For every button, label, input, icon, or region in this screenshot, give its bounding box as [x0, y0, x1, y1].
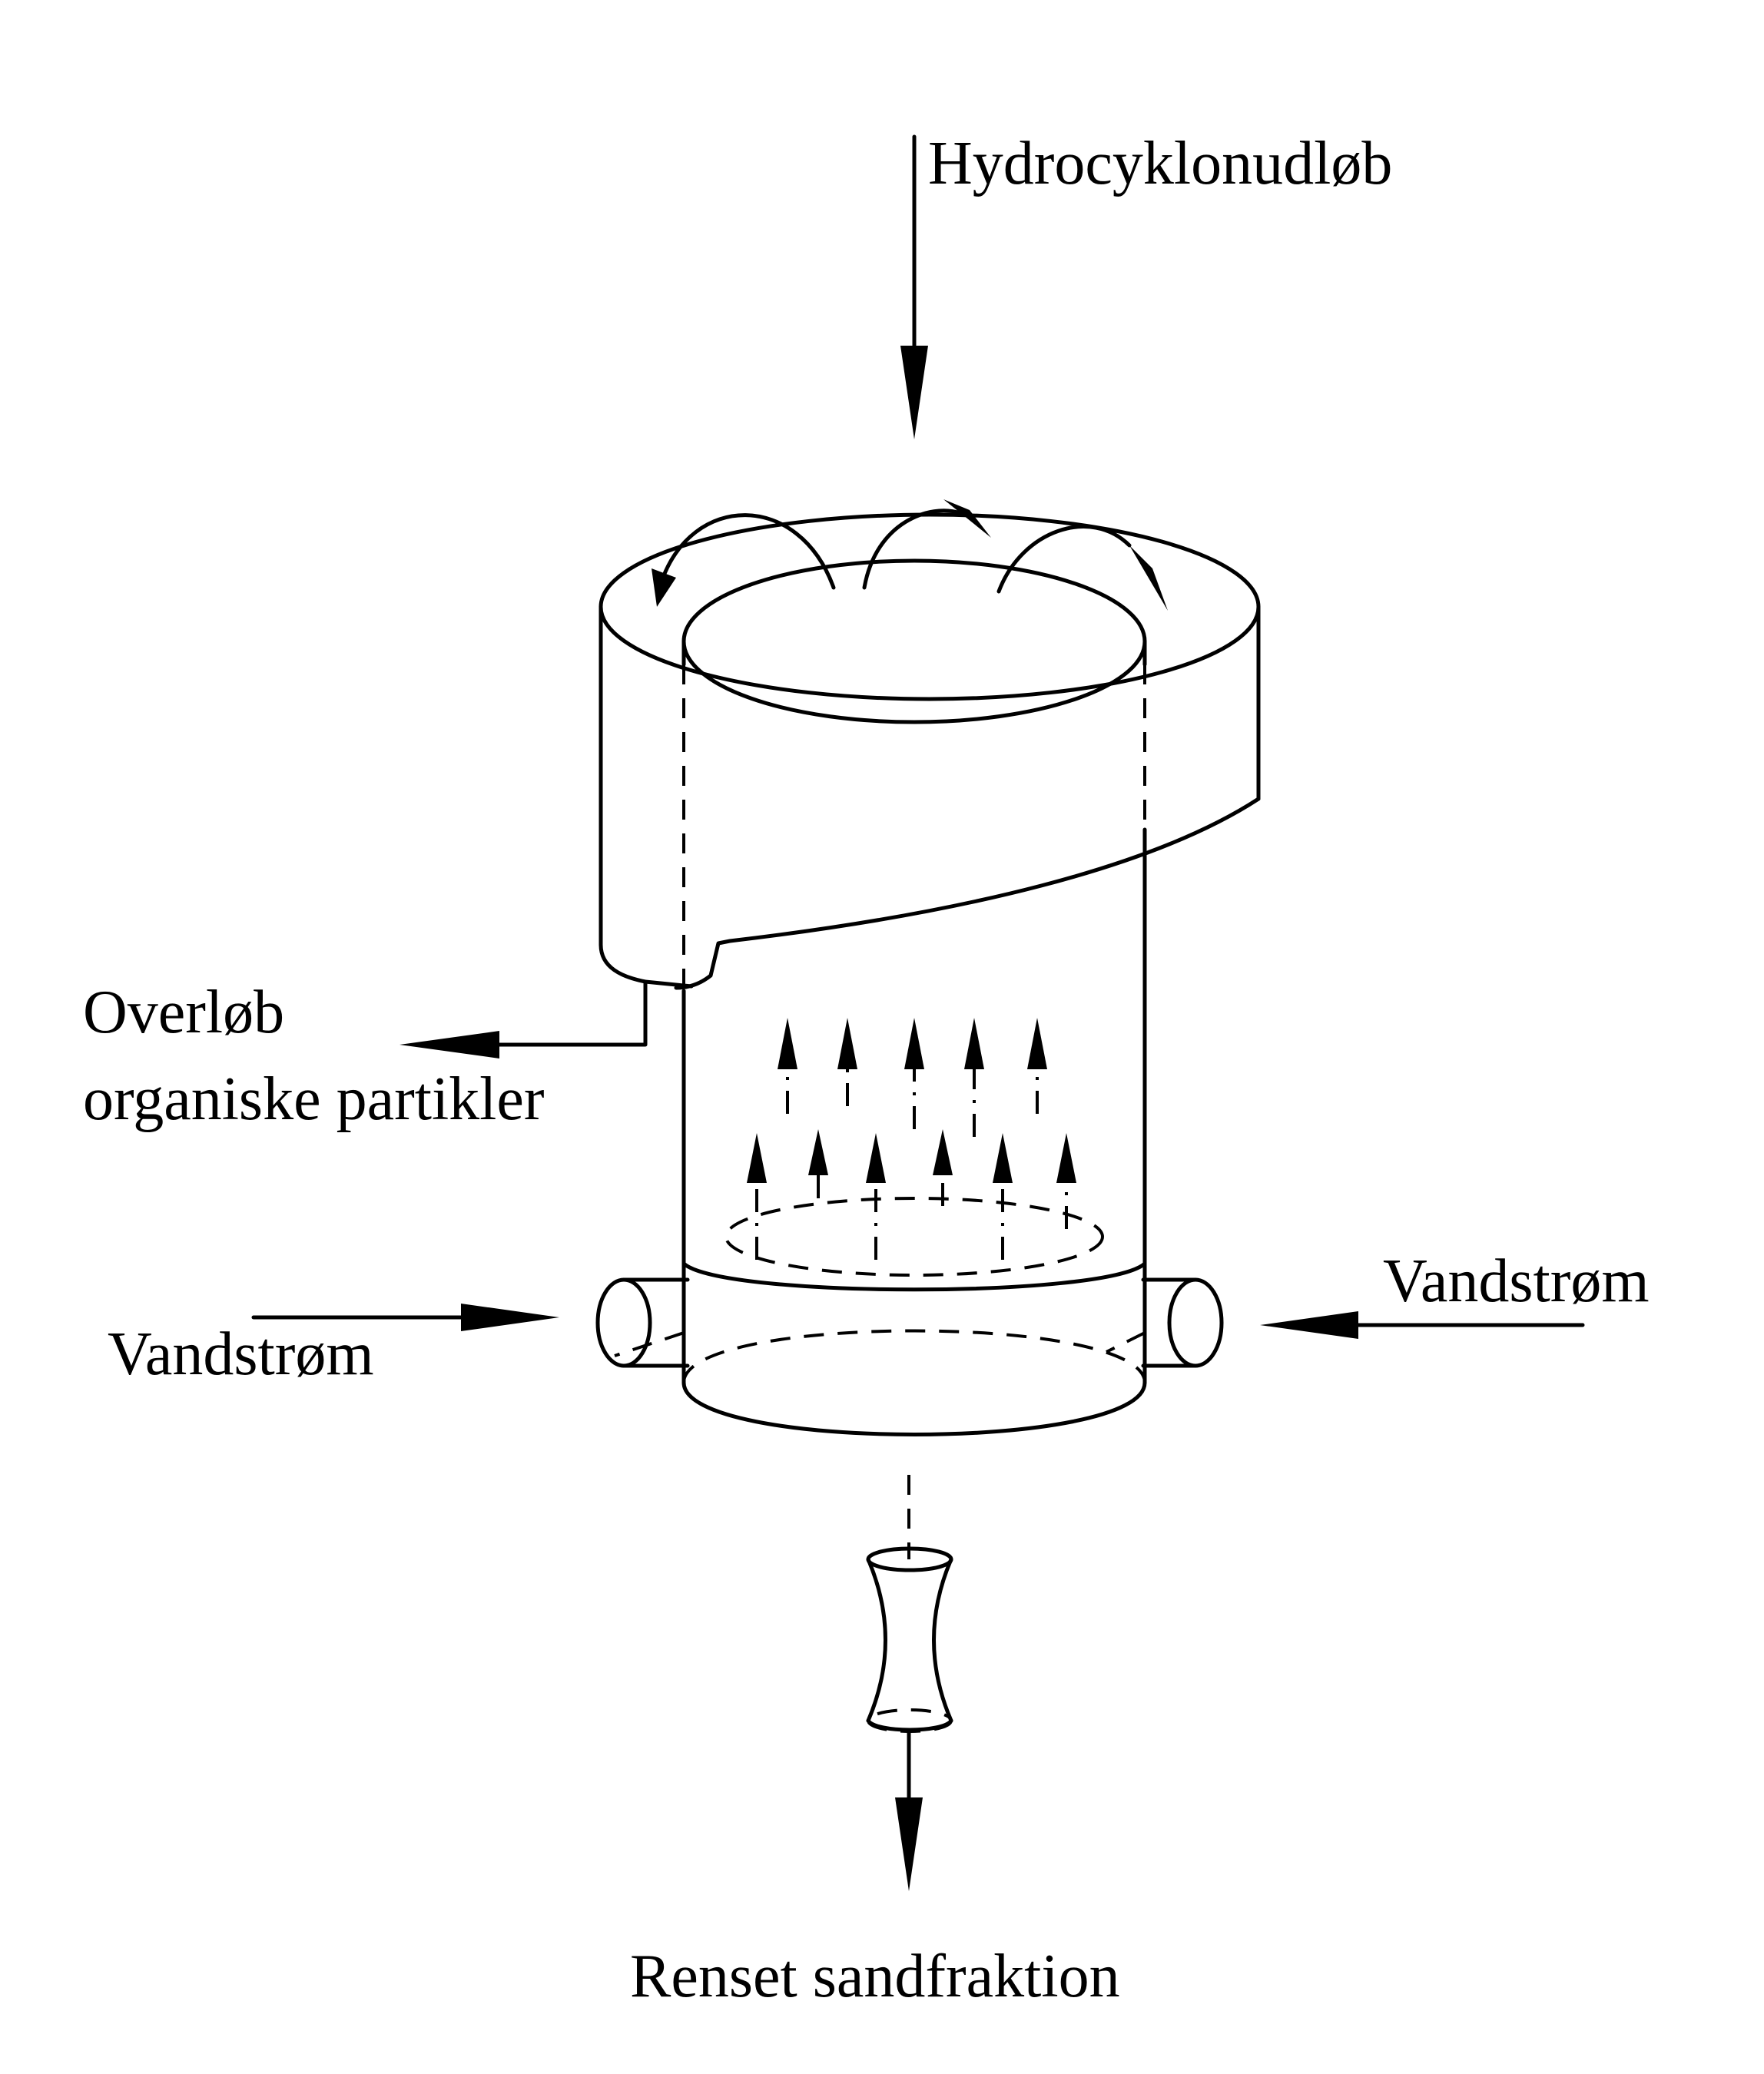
upflow-arrows-lower	[747, 1129, 1076, 1260]
water-left-label: Vandstrøm	[108, 1320, 374, 1388]
inlet-arrow	[900, 134, 928, 439]
upflow-arrows-upper	[778, 1018, 1047, 1137]
water-right-label: Vandstrøm	[1383, 1247, 1650, 1315]
inner-cylinder	[681, 558, 1147, 1385]
outlet-label: Renset sandfraktion	[630, 1943, 1120, 2010]
distributor-ring	[724, 1197, 1104, 1277]
bottom-chamber	[614, 1261, 1147, 1436]
right-water-arrow	[1260, 1311, 1585, 1339]
left-water-arrow	[251, 1304, 559, 1331]
overflow-collar	[400, 512, 1261, 1059]
overflow-label-line2: organiske partikler	[83, 1065, 545, 1133]
left-inlet-pipe	[595, 1277, 690, 1368]
inlet-label: Hydrocyklonudløb	[928, 130, 1393, 197]
overflow-label-line1: Overløb	[83, 979, 285, 1046]
sand-outlet	[866, 1475, 953, 1891]
swirl-arrows	[652, 499, 1168, 611]
right-inlet-pipe	[1141, 1277, 1224, 1368]
